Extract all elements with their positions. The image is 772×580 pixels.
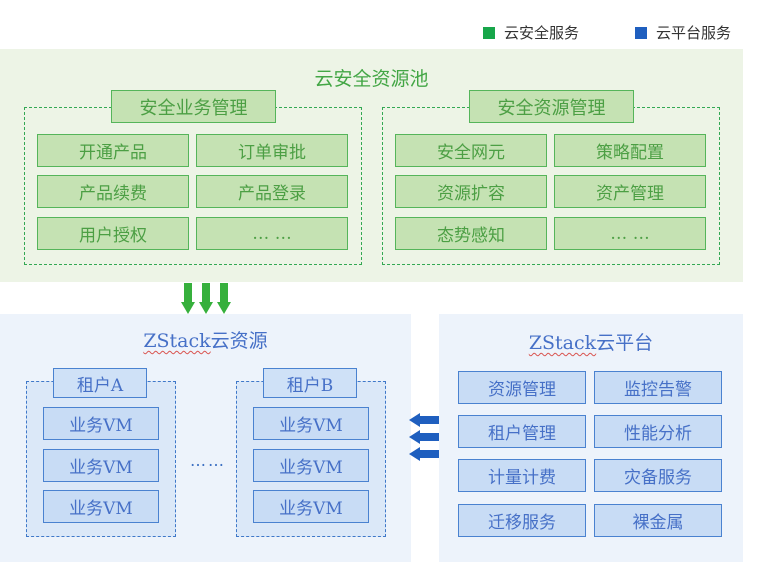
vm-box: 业务VM	[253, 449, 369, 482]
legend-label: 云安全服务	[504, 24, 580, 42]
resource-item: 策略配置	[554, 134, 706, 167]
vm-box: 业务VM	[253, 407, 369, 440]
title-text: 云平台	[596, 332, 654, 354]
platform-item: 监控告警	[594, 371, 722, 404]
resource-item: 安全网元	[395, 134, 547, 167]
left-arrow-icon	[409, 447, 439, 461]
zstack-platform-title: ZStack云平台	[439, 328, 743, 355]
tenant-a-label: 租户A	[53, 368, 147, 398]
brand-text: ZStack	[528, 332, 597, 354]
platform-item: 灾备服务	[594, 459, 722, 492]
legend-swatch	[483, 26, 495, 39]
legend-label: 云平台服务	[656, 24, 732, 42]
tenant-b-label: 租户B	[263, 368, 357, 398]
business-item: 开通产品	[37, 134, 189, 167]
resource-item: … …	[554, 217, 706, 250]
vm-box: 业务VM	[253, 490, 369, 523]
business-item: 产品登录	[196, 175, 348, 208]
platform-item: 计量计费	[458, 459, 586, 492]
platform-item: 资源管理	[458, 371, 586, 404]
down-arrow-icon	[199, 283, 213, 314]
legend-swatch	[635, 26, 647, 39]
resource-item: 资产管理	[554, 175, 706, 208]
vm-box: 业务VM	[43, 490, 159, 523]
security-resource-title: 安全资源管理	[469, 90, 634, 123]
business-item: 产品续费	[37, 175, 189, 208]
title-text: 云资源	[210, 330, 268, 352]
pool-title: 云安全资源池	[314, 68, 429, 90]
brand-text: ZStack	[143, 330, 211, 352]
legend-item-security: 云安全服务	[483, 22, 579, 43]
security-business-title: 安全业务管理	[111, 90, 276, 123]
vm-box: 业务VM	[43, 407, 159, 440]
ellipsis: ……	[190, 451, 226, 470]
platform-item: 裸金属	[594, 504, 722, 537]
platform-item: 性能分析	[594, 415, 722, 448]
left-arrow-icon	[409, 430, 439, 444]
platform-item: 租户管理	[458, 415, 586, 448]
business-item: 订单审批	[196, 134, 348, 167]
platform-item: 迁移服务	[458, 504, 586, 537]
resource-item: 态势感知	[395, 217, 547, 250]
vm-box: 业务VM	[43, 449, 159, 482]
business-item: 用户授权	[37, 217, 189, 250]
business-item: … …	[196, 217, 348, 250]
left-arrow-icon	[409, 413, 439, 427]
zstack-resource-title: ZStack云资源	[0, 326, 411, 353]
down-arrow-icon	[181, 283, 195, 314]
down-arrow-icon	[217, 283, 231, 314]
legend-item-platform: 云平台服务	[635, 22, 731, 43]
resource-item: 资源扩容	[395, 175, 547, 208]
